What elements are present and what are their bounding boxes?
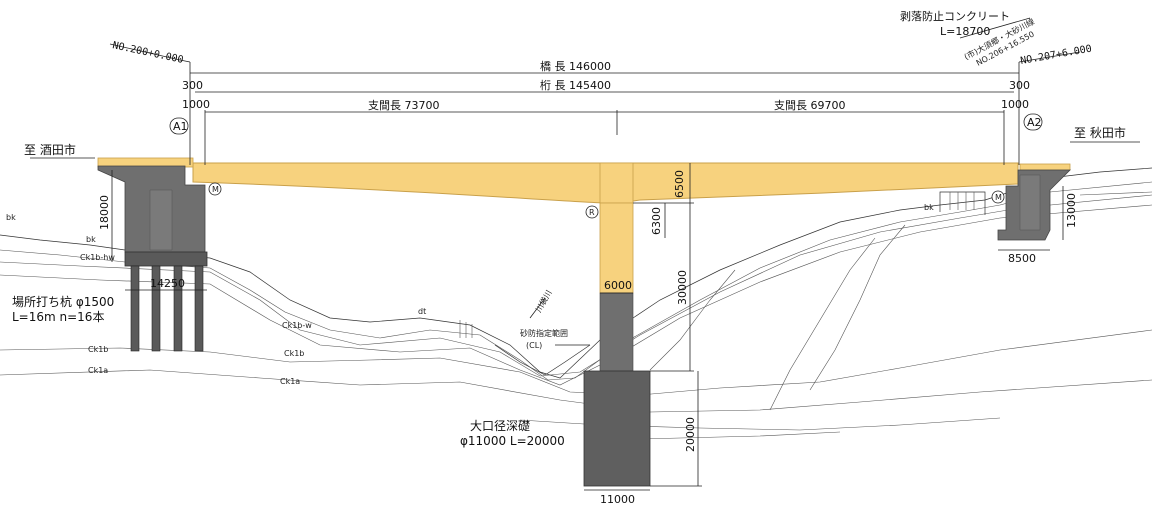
stratum-ck1a-left: Ck1a	[88, 366, 108, 375]
anti-fall-title: 剥落防止コンクリート	[900, 9, 1010, 23]
ground-lines	[0, 167, 1152, 441]
direction-right: 至 秋田市	[1074, 125, 1126, 140]
pile-title: 場所打ち杭 φ1500	[12, 294, 114, 309]
abutment-a1	[97, 165, 208, 352]
station-end: NO.207+6.000	[1020, 44, 1093, 67]
a2-height-label: 13000	[1065, 193, 1078, 228]
pier-bearing-mark: R	[589, 208, 595, 217]
pier-width-label: 6000	[604, 279, 632, 292]
direction-left: 至 酒田市	[24, 142, 76, 157]
offset-left: 1000	[182, 98, 210, 111]
pier-height-label: 30000	[676, 270, 689, 305]
stratum-bk-right: bk	[924, 203, 934, 212]
a2-footing-label: 8500	[1008, 252, 1036, 265]
caisson-width-label: 11000	[600, 493, 635, 506]
station-start: NO.200+0.000	[111, 40, 184, 66]
support-markers	[169, 113, 1043, 219]
stratum-ck1b-left: Ck1b	[88, 345, 108, 354]
anti-fall-length: L=18700	[940, 25, 990, 38]
a1-bearing-mark: M	[212, 185, 219, 194]
stratum-ck1b-w: Ck1b-w	[282, 321, 312, 330]
a1-footing-label: 14250	[150, 277, 185, 290]
caisson-depth-label: 20000	[684, 417, 697, 452]
stratum-ck1b-mid: Ck1b	[284, 349, 304, 358]
stratum-dt: dt	[418, 307, 426, 316]
girder-length-label: 桁 長 145400	[540, 78, 611, 92]
offset-right-top: 300	[1009, 79, 1030, 92]
a1-height-label: 18000	[98, 195, 111, 230]
offset-right: 1000	[1001, 98, 1029, 111]
pile-spec: L=16m n=16本	[12, 310, 104, 324]
girder-depth-label: 6500	[673, 170, 686, 198]
pier-column	[599, 202, 634, 294]
a1-label: A1	[173, 120, 188, 133]
stratum-ck1a-mid: Ck1a	[280, 377, 300, 386]
erosion-zone-label: 砂防指定範囲	[520, 328, 568, 338]
erosion-cl-label: (CL)	[526, 341, 542, 350]
abutment-a2	[997, 169, 1071, 241]
labels: NO.200+0.000 NO.207+6.000 橋 長 146000 桁 長…	[6, 9, 1126, 506]
bridge-length-label: 橋 長 146000	[540, 59, 611, 73]
span-right-label: 支間長 69700	[774, 99, 846, 112]
stratum-ck1b-hw: Ck1b-hw	[80, 253, 115, 262]
caisson-foundation	[583, 370, 651, 487]
pier-column-lower	[599, 292, 634, 372]
main-girder	[97, 157, 1071, 204]
a2-bearing-mark: M	[995, 193, 1002, 202]
offset-left-top: 300	[182, 79, 203, 92]
a2-label: A2	[1027, 116, 1042, 129]
girder-inner-depth-label: 6300	[650, 207, 663, 235]
river-label: 川袋川	[533, 288, 554, 314]
caisson-title: 大口径深礎	[470, 419, 530, 433]
span-left-label: 支間長 73700	[368, 99, 440, 112]
stratum-bk-a1: bk	[86, 235, 96, 244]
stratum-bk-left: bk	[6, 213, 16, 222]
pier-p1	[583, 202, 651, 487]
caisson-spec: φ11000 L=20000	[460, 434, 565, 448]
dimension-lines	[30, 17, 1140, 491]
